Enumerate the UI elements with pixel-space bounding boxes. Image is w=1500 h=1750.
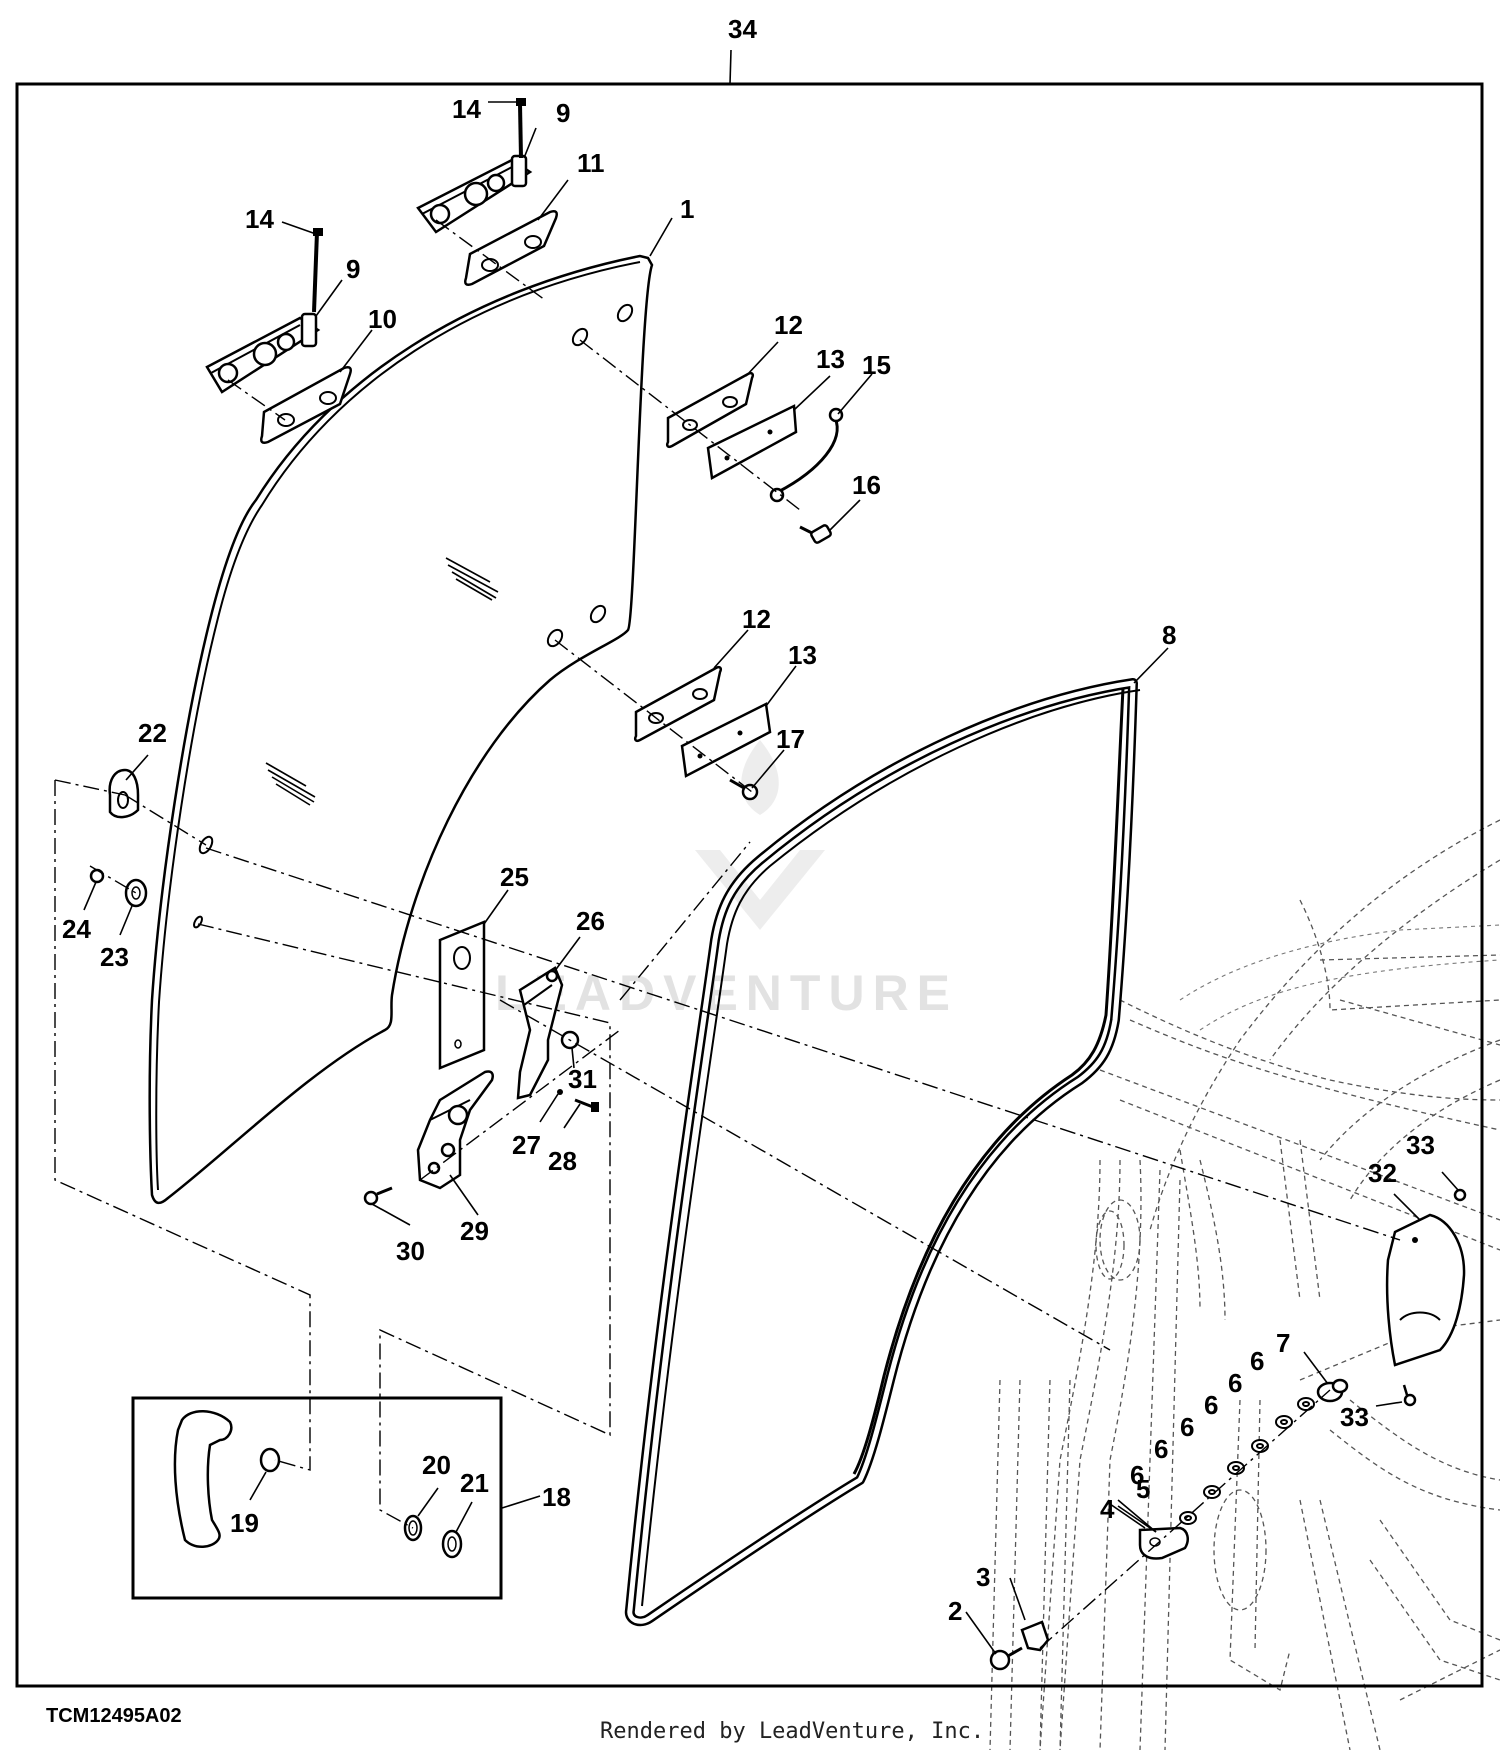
render-credit: Rendered by LeadVenture, Inc. — [600, 1719, 984, 1744]
callout-17: 17 — [776, 724, 805, 754]
callout-27: 27 — [512, 1130, 541, 1160]
callout-15: 15 — [862, 350, 891, 380]
callout-3: 3 — [976, 1562, 990, 1592]
callout-29: 29 — [460, 1216, 489, 1246]
callout-2: 2 — [948, 1596, 962, 1626]
callout-13-upper: 13 — [816, 344, 845, 374]
washer-27 — [557, 1089, 563, 1095]
glass-holes — [193, 303, 634, 929]
callout-7: 7 — [1276, 1328, 1290, 1358]
callout-24: 24 — [62, 914, 91, 944]
callout-5: 5 — [1136, 1474, 1150, 1504]
callout-30: 30 — [396, 1236, 425, 1266]
lower-hinge — [205, 312, 321, 394]
door-glass — [148, 254, 654, 1205]
diagram-border — [15, 82, 1484, 1688]
spacer-plate-lower — [633, 665, 723, 743]
callout-22: 22 — [138, 718, 167, 748]
callout-23: 23 — [100, 942, 129, 972]
latch-cover — [1385, 1213, 1466, 1367]
callout-6-c: 6 — [1204, 1390, 1218, 1420]
callout-25: 25 — [500, 862, 529, 892]
shim-plate-upper — [706, 404, 798, 480]
callout-33-lower: 33 — [1340, 1402, 1369, 1432]
glass-hatch-upper — [445, 557, 499, 601]
clip-3 — [1020, 1620, 1050, 1652]
door-latch — [416, 1070, 494, 1190]
glass-hatch-lower — [265, 762, 316, 806]
callout-20: 20 — [422, 1450, 451, 1480]
callout-6-b: 6 — [1228, 1368, 1242, 1398]
callout-14-upper: 14 — [452, 94, 481, 124]
callout-26: 26 — [576, 906, 605, 936]
callout-4: 4 — [1100, 1494, 1115, 1524]
callout-13-lower: 13 — [788, 640, 817, 670]
bracket-4 — [1138, 1526, 1189, 1560]
hinge-plate-upper — [464, 210, 558, 286]
shim-plate-lower — [680, 702, 772, 778]
callout-34: 34 — [728, 14, 757, 44]
callout-19: 19 — [230, 1508, 259, 1538]
bushing-7 — [1316, 1378, 1349, 1403]
bushing-19 — [259, 1447, 281, 1473]
cab-frame-background — [989, 819, 1500, 1750]
upper-hinge — [416, 154, 533, 234]
callout-12-upper: 12 — [774, 310, 803, 340]
callout-6-f: 6 — [1130, 1460, 1144, 1490]
assembly-lines — [54, 219, 1401, 1649]
kit-box-18 — [131, 1396, 503, 1600]
callout-28: 28 — [548, 1146, 577, 1176]
callout-18: 18 — [542, 1482, 571, 1512]
callout-33-upper: 33 — [1406, 1130, 1435, 1160]
figure-id: TCM12495A02 — [46, 1705, 182, 1727]
callout-9-upper: 9 — [556, 98, 570, 128]
screw-2 — [989, 1646, 1023, 1671]
callout-16: 16 — [852, 470, 881, 500]
callout-14-lower: 14 — [245, 204, 274, 234]
striker-bracket — [516, 966, 564, 1100]
screw-33-lower — [1402, 1384, 1417, 1407]
strap-bolt — [799, 524, 832, 544]
callout-31: 31 — [568, 1064, 597, 1094]
callout-6-a: 6 — [1250, 1346, 1264, 1376]
grab-handle — [173, 1410, 233, 1548]
callout-21: 21 — [460, 1468, 489, 1498]
screw-28 — [574, 1098, 599, 1112]
callout-6-d: 6 — [1180, 1412, 1194, 1442]
callout-12-lower: 12 — [742, 604, 771, 634]
check-strap — [777, 417, 839, 494]
callout-1: 1 — [680, 194, 694, 224]
callout-leaders — [83, 101, 1459, 1655]
callouts: 34 14 9 11 1 14 9 10 12 13 15 16 12 13 8… — [62, 14, 1435, 1626]
callout-8: 8 — [1162, 620, 1176, 650]
callout-6-e: 6 — [1154, 1434, 1168, 1464]
upper-hinge-pin — [516, 98, 526, 159]
callout-10: 10 — [368, 304, 397, 334]
callout-32: 32 — [1368, 1158, 1397, 1188]
callout-11: 11 — [577, 148, 605, 178]
lower-hinge-pin — [312, 228, 323, 313]
watermark-logo: LEADVENTURE — [495, 740, 950, 1021]
screw-33-upper — [1453, 1188, 1467, 1202]
screw-30 — [363, 1186, 393, 1206]
latch-plate — [438, 920, 486, 1070]
door-seal — [624, 678, 1141, 1627]
callout-9-lower: 9 — [346, 254, 360, 284]
